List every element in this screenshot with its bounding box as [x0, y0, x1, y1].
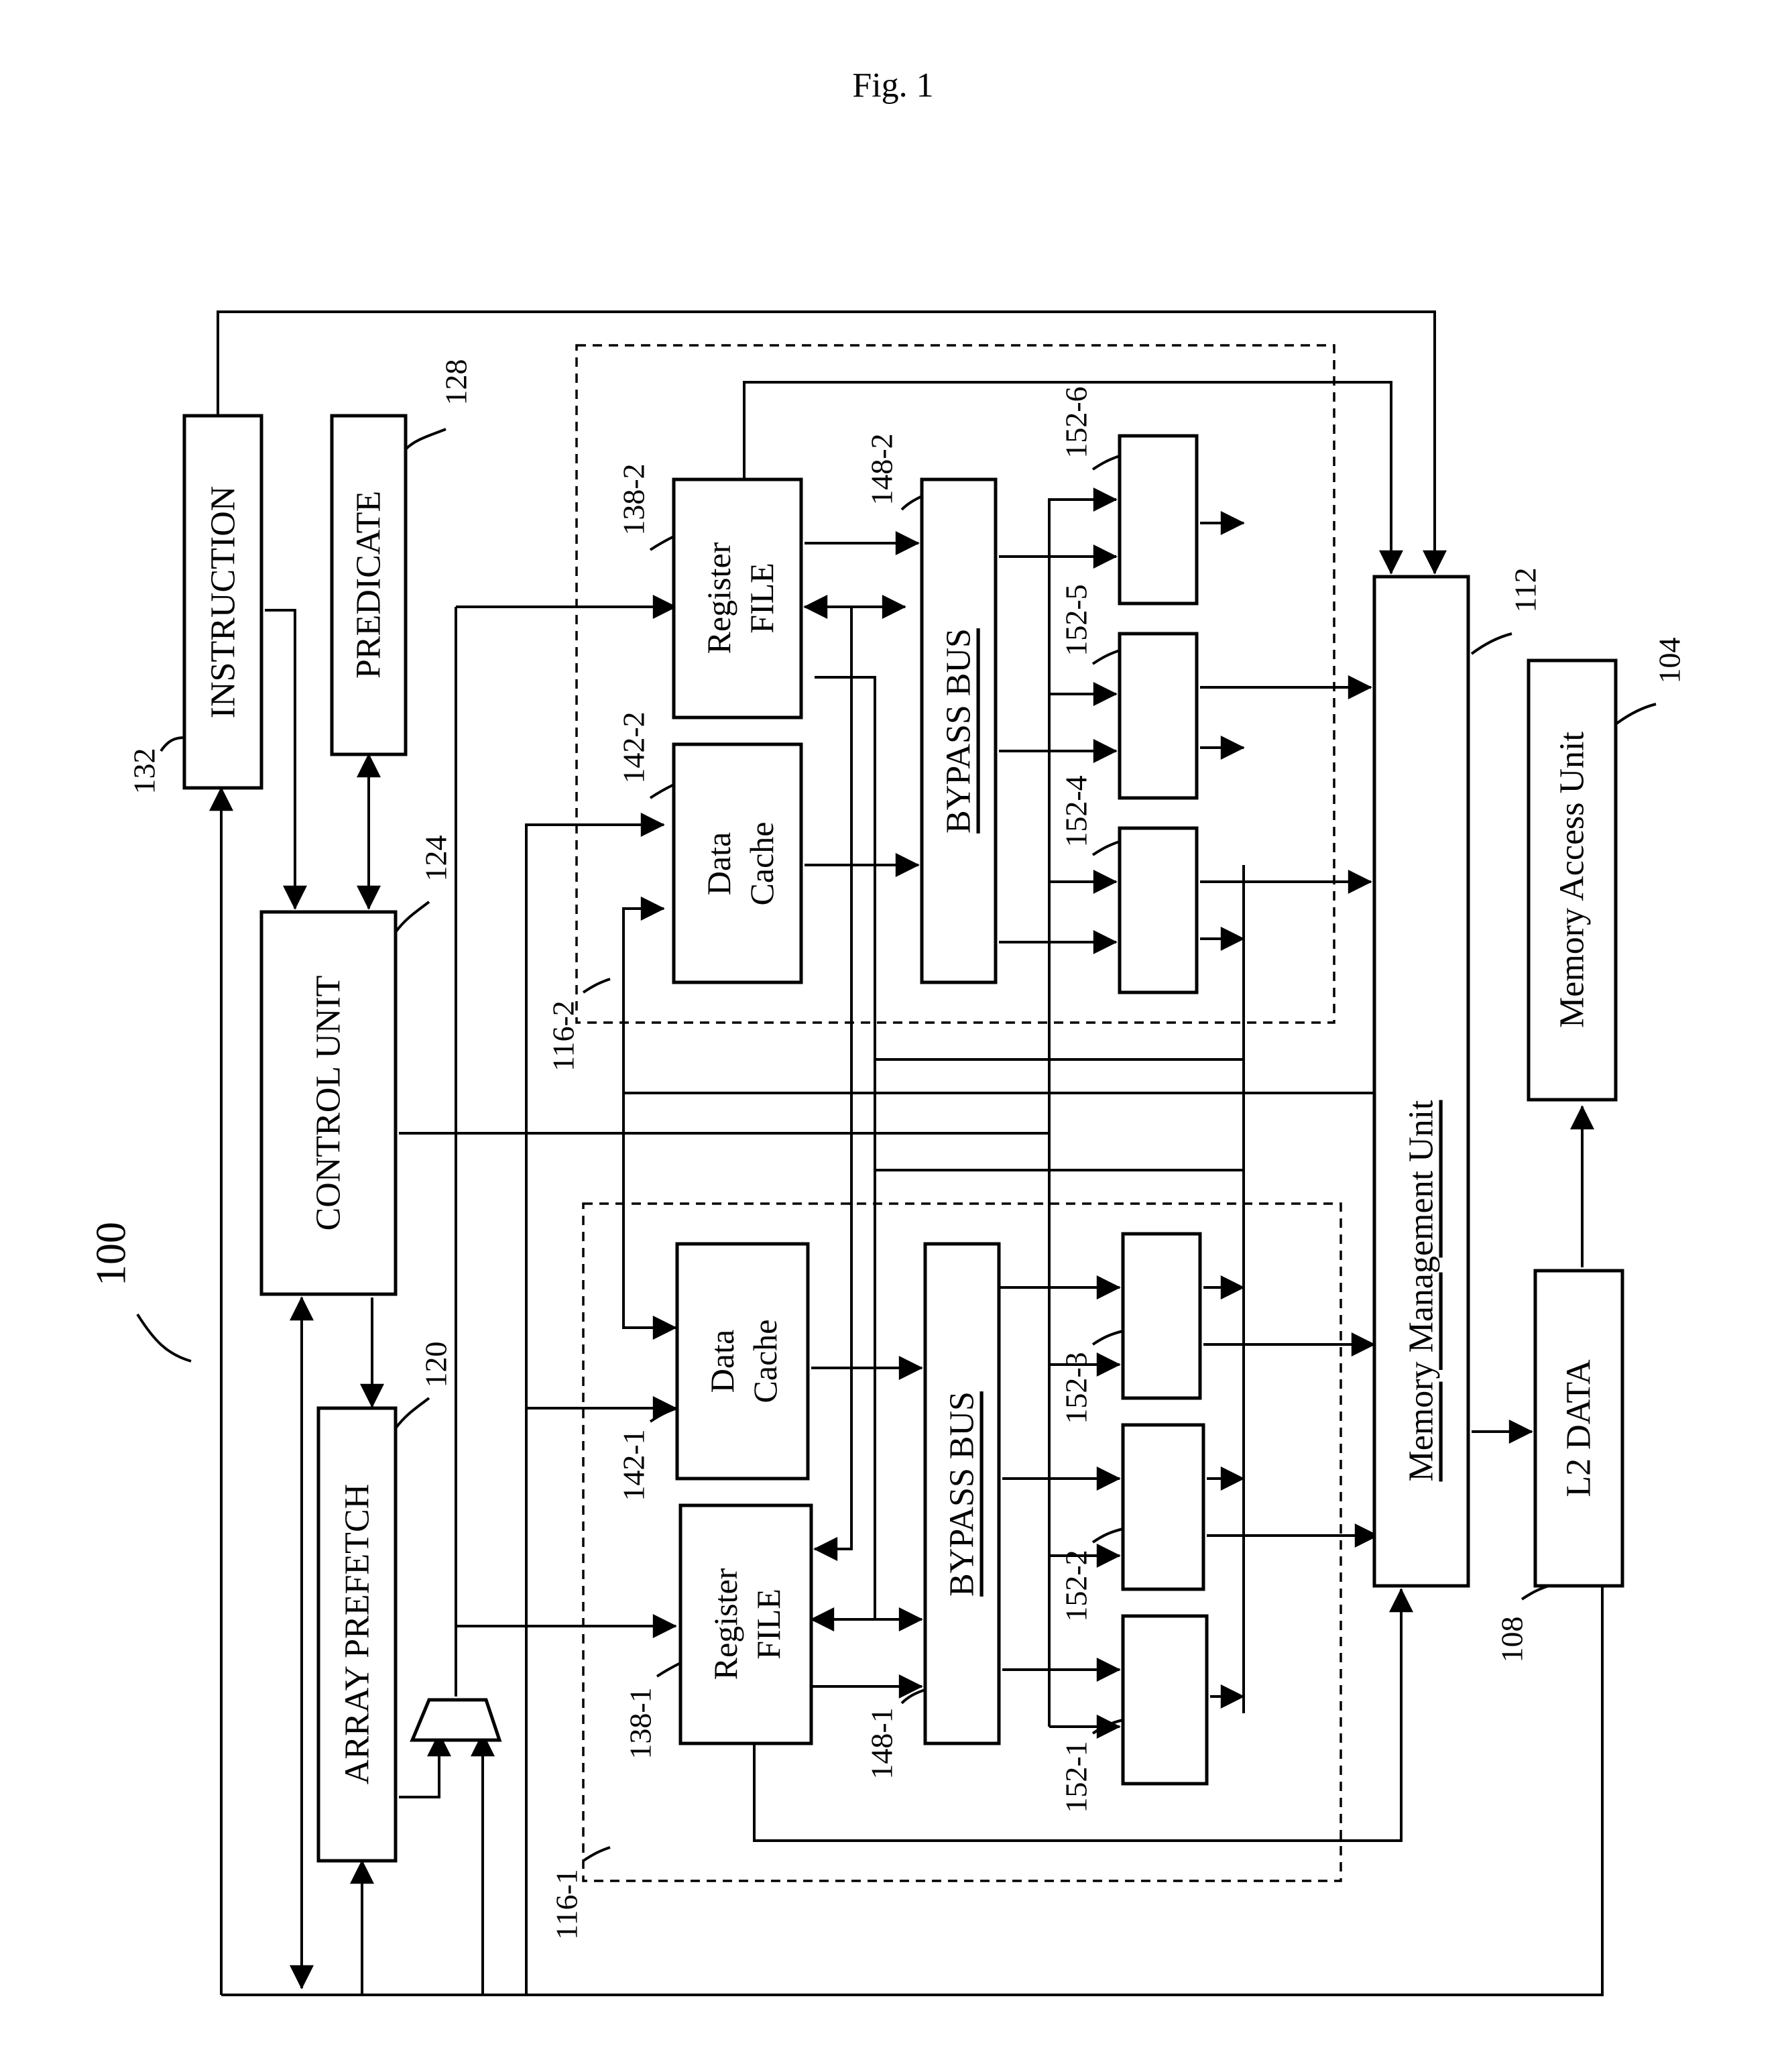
register-file-2-label-2: FILE: [743, 563, 780, 634]
exec-unit-152-2: [1123, 1425, 1203, 1589]
ref-152-5: 152-5: [1059, 584, 1093, 656]
leader-132: [161, 738, 184, 751]
ref-120: 120: [419, 1342, 453, 1388]
predicate-label: PREDICATE: [350, 491, 388, 679]
exec-unit-152-1: [1123, 1616, 1207, 1784]
prefetch-mux: [412, 1700, 499, 1740]
ref-142-1: 142-1: [617, 1429, 651, 1501]
ref-152-4: 152-4: [1059, 775, 1093, 847]
ref-104: 104: [1653, 638, 1687, 684]
wire-cross-rf1: [815, 607, 851, 1549]
data-cache-2-label-2: Cache: [743, 822, 780, 906]
ref-116-2: 116-2: [546, 1000, 581, 1072]
leader-152-2: [1093, 1529, 1123, 1542]
leader-100: [137, 1314, 191, 1361]
exec-unit-152-5: [1120, 634, 1197, 798]
leader-142-1: [650, 1408, 677, 1422]
register-file-1-label-2: FILE: [750, 1589, 787, 1660]
wire-cross-rf2: [815, 677, 875, 1619]
data-cache-2-block: [674, 744, 801, 982]
ref-138-2: 138-2: [617, 463, 651, 535]
register-file-1-label-1: Register: [707, 1568, 744, 1680]
ref-100: 100: [87, 1222, 135, 1286]
wire-rail-1565: [1049, 500, 1116, 1727]
ref-128: 128: [439, 359, 473, 406]
leader-120: [396, 1398, 429, 1428]
ref-152-2: 152-2: [1059, 1550, 1093, 1621]
ref-142-2: 142-2: [617, 711, 651, 783]
ref-148-2: 148-2: [865, 433, 899, 505]
wire-instruction-control: [265, 610, 295, 909]
leader-152-5: [1093, 650, 1120, 664]
bypass-bus-2-label: BYPASS BUS: [940, 628, 978, 833]
leader-124: [396, 902, 429, 932]
memory-access-unit-label: Memory Access Unit: [1553, 731, 1592, 1027]
leader-138-2: [650, 536, 674, 550]
leader-152-3: [1093, 1331, 1123, 1344]
leader-104: [1616, 704, 1656, 724]
ref-124: 124: [419, 836, 453, 882]
ref-138-1: 138-1: [623, 1687, 658, 1759]
memory-management-unit-label: Memory Management Unit: [1403, 1100, 1441, 1482]
wire-prefetch-mux: [399, 1733, 439, 1797]
register-file-2-block: [674, 479, 801, 717]
leader-152-6: [1093, 456, 1120, 469]
ref-152-6: 152-6: [1059, 386, 1093, 458]
leader-128: [406, 429, 446, 449]
data-cache-1-label-2: Cache: [746, 1320, 784, 1403]
wire-bottom-bus: [221, 1586, 1602, 1995]
ref-132: 132: [127, 748, 162, 795]
leader-116-1: [583, 1847, 610, 1861]
leader-108: [1522, 1586, 1549, 1599]
ref-148-1: 148-1: [865, 1707, 899, 1779]
leader-148-2: [902, 496, 922, 510]
l2-data-label: L2 DATA: [1560, 1359, 1598, 1497]
leader-138-1: [657, 1663, 680, 1676]
wire-rail-785: [526, 825, 664, 1995]
leader-112: [1472, 634, 1512, 654]
leader-142-2: [650, 785, 674, 798]
ref-116-1: 116-1: [550, 1869, 584, 1940]
exec-unit-152-3: [1123, 1234, 1200, 1398]
data-cache-2-label-1: Data: [700, 832, 737, 895]
register-file-2-label-1: Register: [700, 542, 737, 654]
ref-152-3: 152-3: [1059, 1352, 1093, 1424]
exec-unit-152-4: [1120, 828, 1197, 992]
leader-148-1: [902, 1690, 925, 1703]
leader-152-4: [1093, 842, 1120, 855]
exec-unit-152-6: [1120, 436, 1197, 603]
data-cache-1-block: [677, 1244, 808, 1479]
array-prefetch-label: ARRAY PREFETCH: [339, 1484, 377, 1784]
leader-116-2: [583, 979, 610, 992]
register-file-1-block: [680, 1505, 811, 1743]
wire-rail-930-dc2: [623, 909, 664, 1093]
bypass-bus-1-label: BYPASS BUS: [943, 1391, 981, 1597]
control-unit-label: CONTROL UNIT: [310, 976, 348, 1231]
ref-152-1: 152-1: [1059, 1741, 1093, 1812]
ref-108: 108: [1495, 1617, 1529, 1663]
data-cache-1-label-1: Data: [703, 1330, 741, 1393]
ref-112: 112: [1508, 567, 1543, 612]
instruction-label: INSTRUCTION: [204, 486, 243, 719]
